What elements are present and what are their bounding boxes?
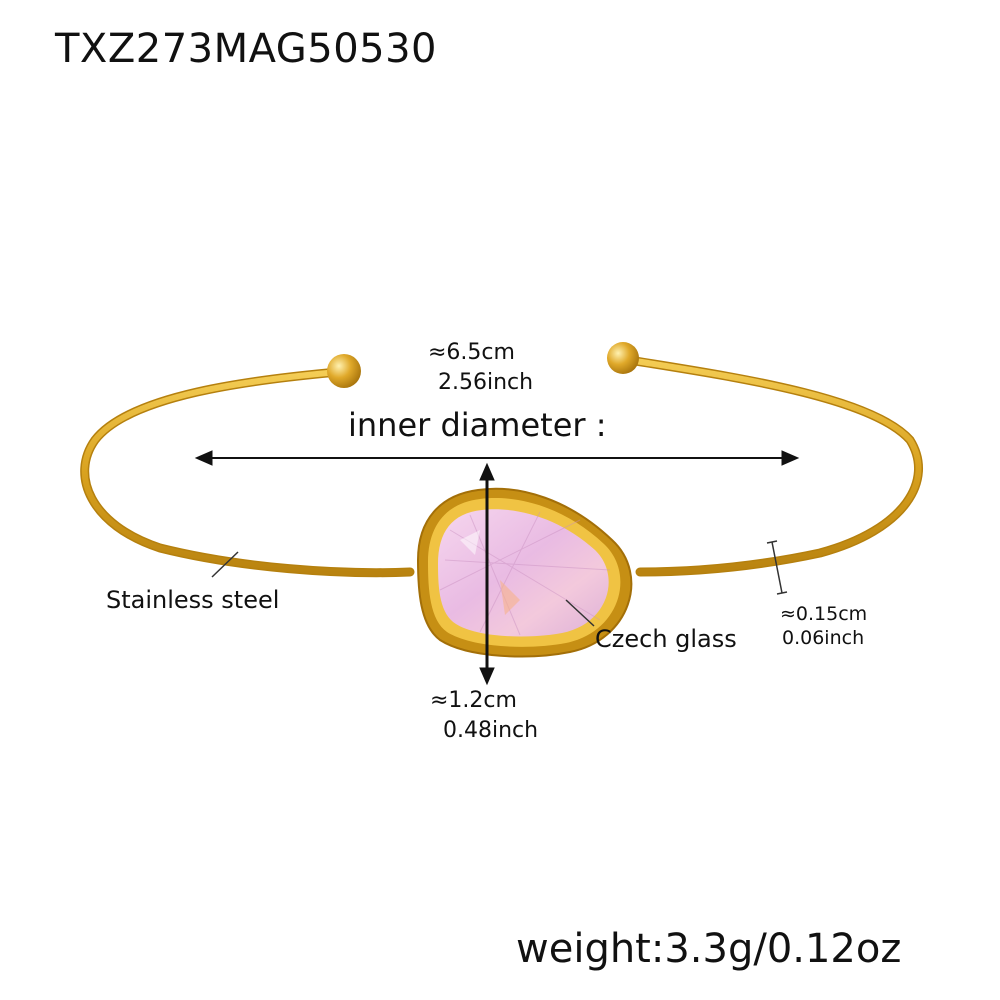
wire-thickness-inch: 0.06inch [782, 627, 865, 649]
material-band-label: Stainless steel [106, 586, 280, 614]
stone-size-cm: ≈1.2cm [430, 688, 517, 713]
inner-diameter-inch: 2.56inch [438, 370, 534, 395]
glass-pointer-line [565, 599, 595, 627]
stone-size-inch: 0.48inch [443, 718, 539, 743]
product-sku: TXZ273MAG50530 [55, 26, 437, 72]
inner-diameter-arrow [194, 450, 800, 466]
inner-diameter-label: inner diameter : [348, 406, 607, 444]
material-stone-label: Czech glass [595, 625, 737, 653]
thickness-marker [766, 540, 788, 595]
wire-thickness-cm: ≈0.15cm [780, 603, 868, 625]
ball-end-right [607, 342, 639, 374]
ball-end-left [327, 354, 361, 388]
bangle-wire [80, 354, 923, 578]
steel-pointer-line [211, 551, 239, 578]
stone-size-arrow [479, 462, 495, 686]
czech-glass-stone [438, 509, 609, 637]
inner-diameter-cm: ≈6.5cm [428, 340, 515, 365]
product-weight: weight:3.3g/0.12oz [516, 926, 902, 972]
teardrop-setting [416, 487, 633, 658]
